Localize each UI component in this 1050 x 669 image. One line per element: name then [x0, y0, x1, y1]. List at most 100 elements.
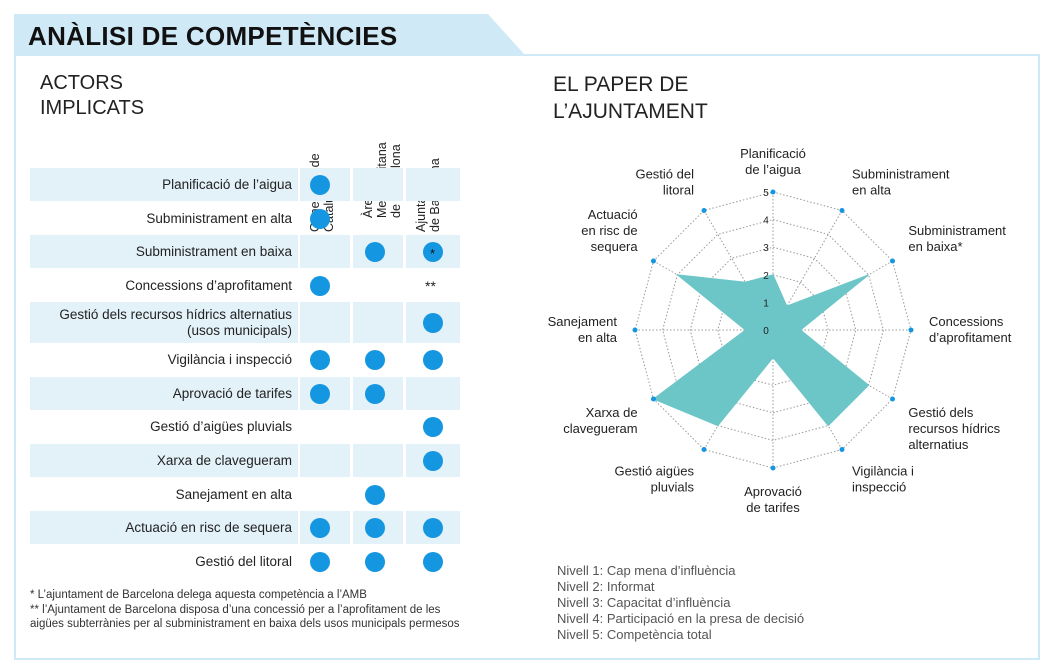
column-header-3: Ajuntament de Barcelona [414, 70, 464, 232]
axis-label-line: Xarxa de [586, 405, 638, 420]
row-cell-bg [406, 202, 460, 235]
row-cell-bg [353, 202, 403, 235]
row-cell-bg [353, 410, 403, 443]
axis-end-dot [650, 396, 656, 402]
competence-dot [423, 312, 443, 333]
axis-end-dot [701, 207, 707, 213]
axis-end-dot [650, 258, 656, 264]
actors-title-line2: IMPLICATS [40, 97, 145, 119]
row-cell-bg [353, 302, 403, 343]
row-label: Gestió d’aigües pluvials [150, 418, 292, 434]
competence-dot [423, 349, 443, 370]
axis-label-line: en alta [578, 330, 618, 345]
paper-title: EL PAPER DE L’AJUNTAMENT [553, 71, 708, 125]
competence-dot [365, 517, 385, 538]
row-label: Planificació de l’aigua [162, 176, 292, 192]
competence-dot [423, 551, 443, 572]
axis-label-line: litoral [663, 183, 694, 198]
axis-label-line: Aprovació [744, 484, 802, 499]
axis-end-dot [839, 447, 845, 453]
competence-dot [365, 551, 385, 572]
axis-label-line: sequera [591, 239, 639, 254]
row-cell-bg [406, 478, 460, 511]
axis-label-line: Gestió del [635, 167, 694, 182]
axis-end-dot [908, 327, 914, 333]
row-label: Xarxa de clavegueram [156, 452, 292, 468]
axis-label-line: en baixa* [908, 239, 962, 254]
axis-end-dot [632, 327, 638, 333]
paper-title-line1: EL PAPER DE [553, 73, 689, 96]
competence-dot [310, 275, 330, 296]
axis-label-line: Concessions [929, 314, 1004, 329]
table-row: Vigilància i inspecció [30, 343, 460, 376]
axis-end-dot [770, 465, 776, 471]
axis-label-line: inspecció [852, 479, 906, 494]
title-tab: ANÀLISI DE COMPETÈNCIES [14, 14, 524, 54]
row-label: Sanejament en alta [175, 486, 292, 502]
axis-end-dot [701, 447, 707, 453]
axis-label-line: clavegueram [563, 421, 637, 436]
row-label: Subministrament en alta [146, 210, 292, 226]
axis-label-line: Gestió dels [908, 405, 974, 420]
row-cell-bg [353, 444, 403, 477]
axis-label-line: Subministrament [908, 223, 1006, 238]
level-item: Nivell 4: Participació en la presa de de… [557, 611, 805, 626]
table-row: Planificació de l’aigua [30, 168, 460, 201]
tick-label: 2 [763, 271, 769, 282]
table-row: Xarxa de clavegueram [30, 444, 460, 477]
axis-label-line: Vigilància i [852, 463, 914, 478]
row-cell-bg [406, 377, 460, 410]
axis-label-line: de l’aigua [745, 162, 801, 177]
row-label: Subministrament en baixa [135, 243, 292, 259]
row-cell-bg [30, 302, 298, 343]
footnote-2: ** l’Ajuntament de Barcelona disposa d’u… [30, 604, 460, 630]
competence-dot [423, 450, 443, 471]
row-cell-bg [30, 168, 298, 201]
table-row: Concessions d’aprofitament ** [30, 269, 460, 302]
paper-title-line2: L’AJUNTAMENT [553, 100, 708, 123]
row-cell-bg [30, 377, 298, 410]
row-label: Aprovació de tarifes [172, 385, 292, 401]
axis-label-line: Planificació [740, 146, 806, 161]
column-header-2: Àrea Metropolitana de Barcelona [361, 70, 411, 218]
level-item: Nivell 3: Capacitat d’influència [557, 595, 731, 610]
axis-label-line: Gestió aigües [615, 463, 695, 478]
title-tab-shape [14, 14, 524, 54]
row-cell-bg [30, 511, 298, 544]
row-cell-bg [300, 410, 350, 443]
actors-title: ACTORS IMPLICATS [40, 71, 240, 121]
competence-dot [365, 349, 385, 370]
row-cell-bg [353, 269, 403, 302]
column-header-1: Generalitat de Catalunya [308, 70, 358, 232]
row-label: Concessions d’aprofitament [125, 277, 292, 293]
competence-dot [310, 208, 330, 229]
footnote-marker: ** [425, 278, 436, 294]
competence-dot [310, 174, 330, 195]
axis-label-line: alternatius [908, 437, 968, 452]
competence-dot [423, 517, 443, 538]
level-item: Nivell 1: Cap mena d’influència [557, 563, 736, 578]
axis-end-dot [890, 258, 896, 264]
axis-label-line: Sanejament [548, 314, 618, 329]
table-row: Aprovació de tarifes [30, 377, 460, 410]
tick-label: 1 [763, 298, 769, 309]
row-cell-bg [300, 302, 350, 343]
table-row: Actuació en risc de sequera [30, 511, 460, 544]
competence-dot [365, 383, 385, 404]
table-row: Gestió dels recursos hídrics alternatius… [30, 302, 460, 343]
tick-label: 4 [763, 216, 769, 227]
table-row: Gestió d’aigües pluvials [30, 410, 460, 443]
level-item: Nivell 2: Informat [557, 579, 655, 594]
tick-label: 0 [763, 326, 769, 337]
competence-dot [365, 241, 385, 262]
tick-label: 3 [763, 243, 769, 254]
